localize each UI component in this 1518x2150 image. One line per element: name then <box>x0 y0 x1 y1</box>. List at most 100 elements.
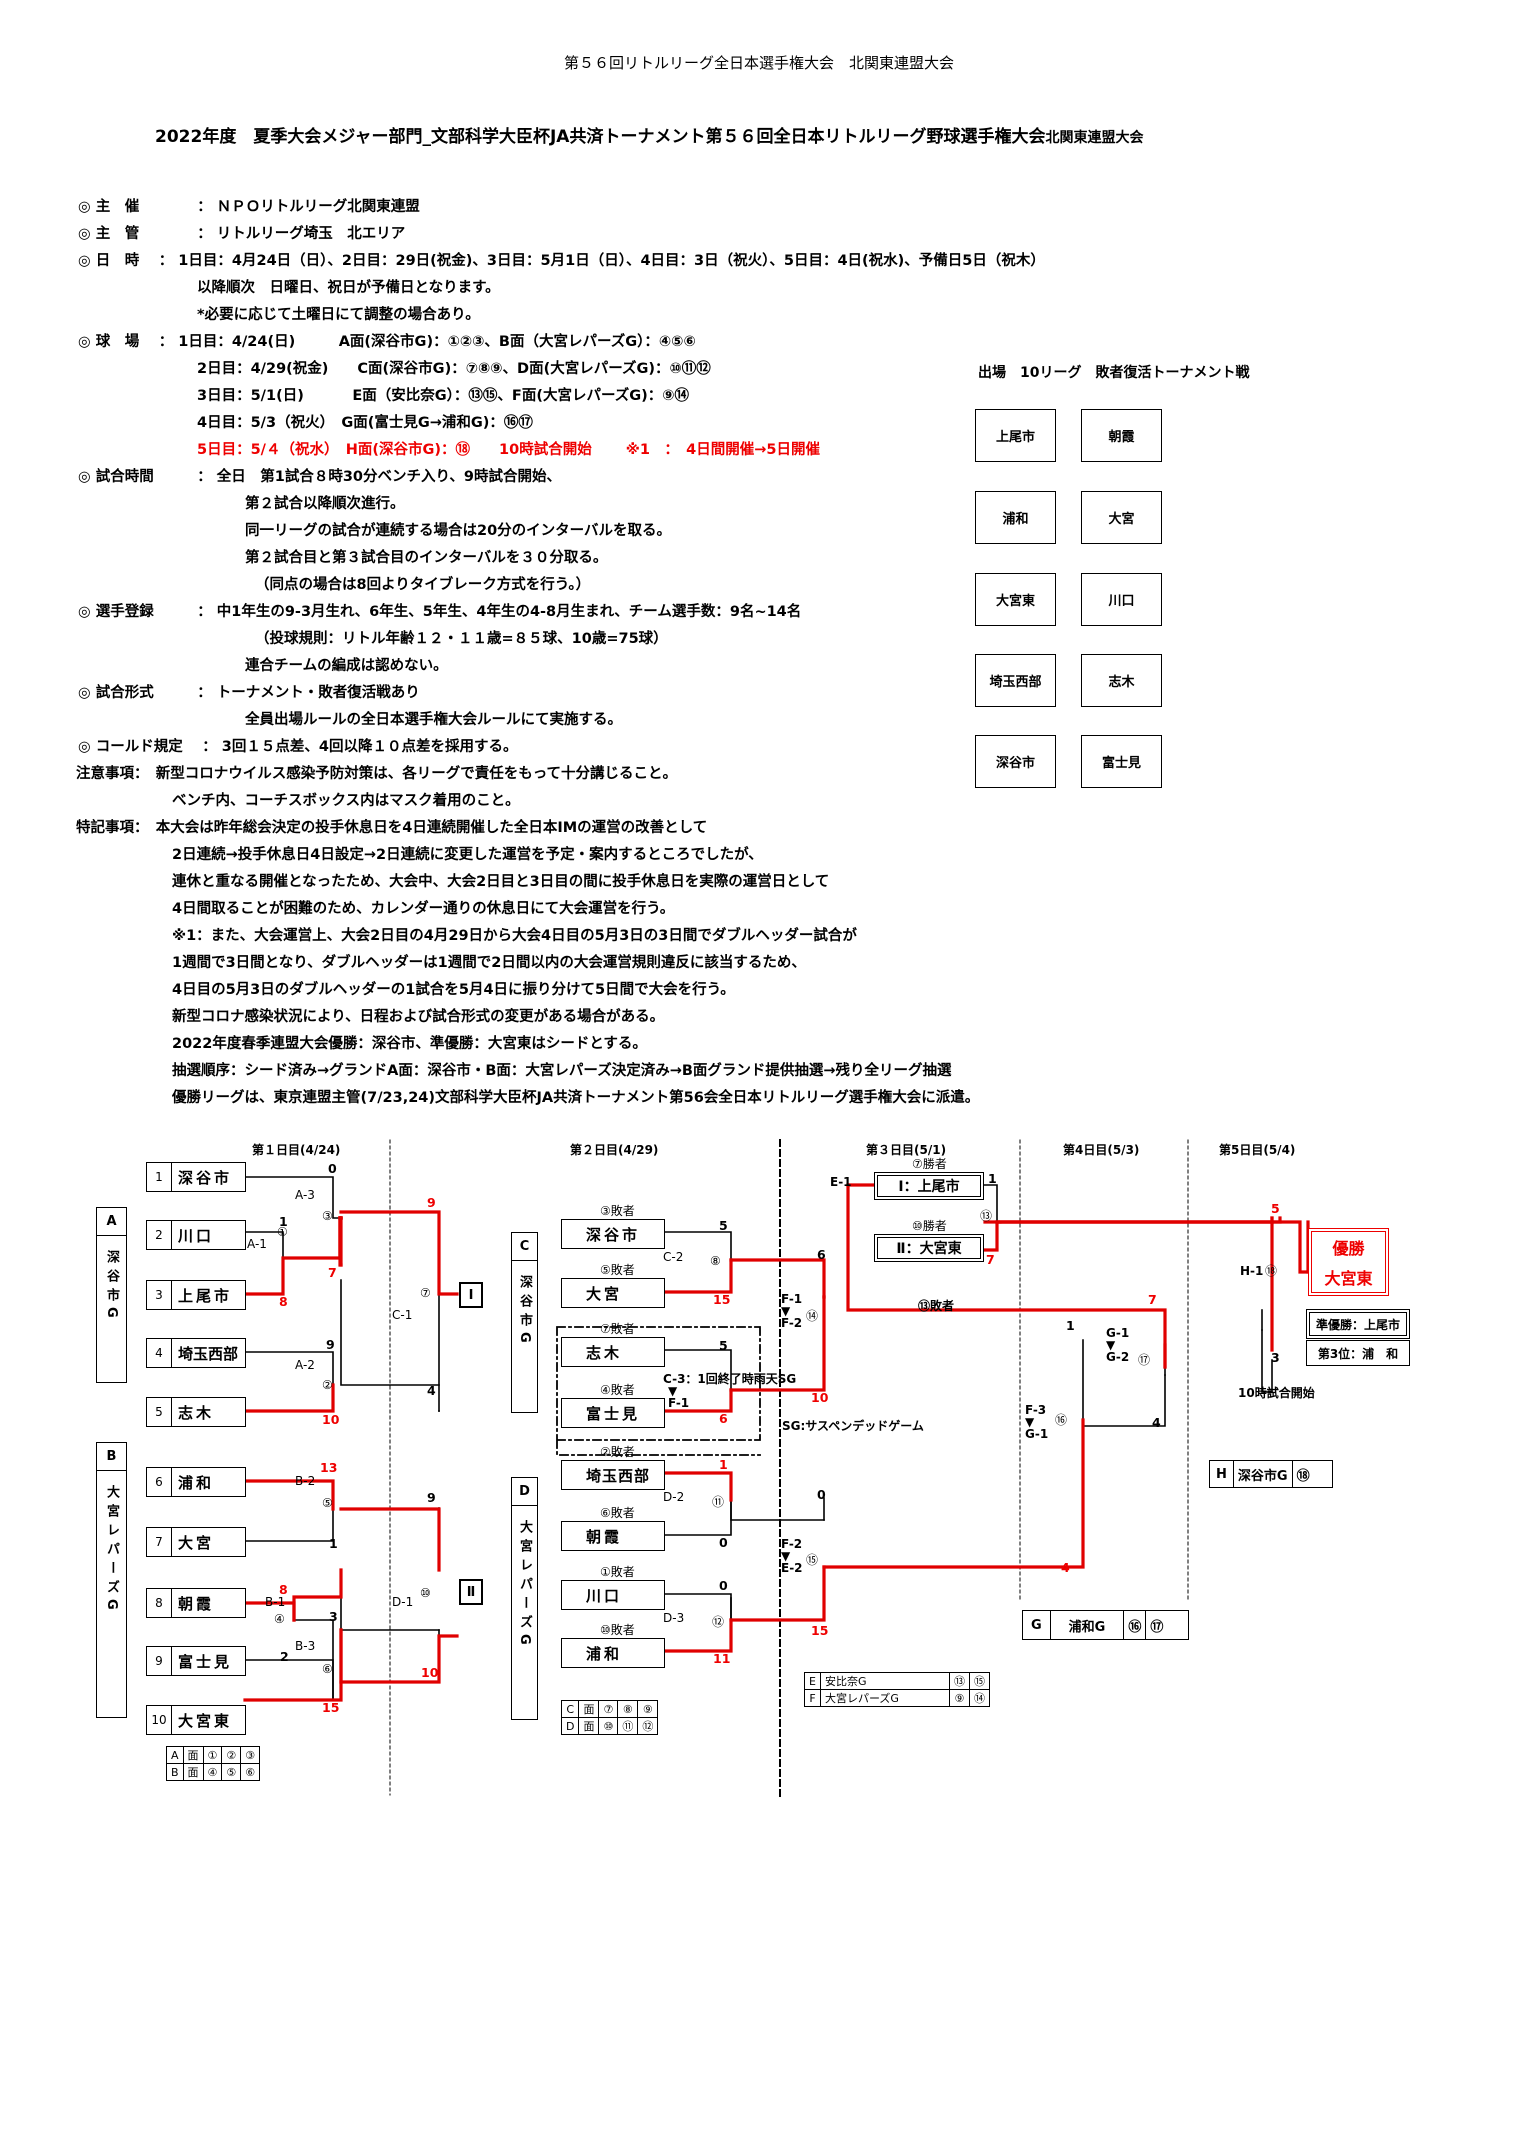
game-time-note-2: 同一リーグの試合が連続する場合は20分のインターバルを取る。 <box>245 523 672 539</box>
game-code: E-1 <box>830 1175 852 1189</box>
group-d-key: D <box>512 1478 537 1506</box>
participant-cell: 大宮 <box>1081 491 1162 544</box>
team-name: 川口 <box>586 1586 623 1605</box>
sg-definition: SG:サスペンデッドゲーム <box>782 1419 924 1433</box>
page-header: 第５６回リトルリーグ全日本選手権大会 北関東連盟大会 <box>563 54 954 72</box>
game-code: F-1▼F-2 <box>781 1292 803 1330</box>
team-name: 富士見 <box>586 1404 641 1423</box>
game-code: H-1 <box>1240 1264 1264 1278</box>
slot-I-box: Ⅰ <box>459 1282 483 1308</box>
special-line-3: 連休と重なる開催となったため、大会中、大会2日目と3日目の間に投手休息日を実際の… <box>172 874 830 890</box>
day4-header: 第4日目(5/3) <box>1063 1143 1140 1157</box>
special-line-8: 新型コロナ感染状況により、日程および試合形式の変更がある場合がある。 <box>172 1009 665 1025</box>
game-code: C-1 <box>392 1308 413 1322</box>
participant-cell: 大宮東 <box>975 573 1056 626</box>
venue-g-box: G 浦和G ⑯ ⑰ <box>1022 1610 1189 1640</box>
organizer-line: ◎ 主 催 ： ＮＰＯリトルリーグ北関東連盟 <box>78 199 420 215</box>
game-number: ⑫ <box>712 1615 725 1629</box>
day5-header: 第5日目(5/4) <box>1219 1143 1296 1157</box>
game-time-note-4: （同点の場合は8回よりタイブレーク方式を行う。） <box>255 577 591 593</box>
team-box: 埼玉西部 <box>561 1460 665 1490</box>
game-code: F-3▼G-1 <box>1025 1403 1049 1441</box>
game-code: D-1 <box>392 1595 414 1609</box>
game-code: A-3 <box>295 1188 315 1202</box>
team-tag: ⑥敗者 <box>600 1506 635 1520</box>
game-code: B-2 <box>295 1474 316 1488</box>
team-name: 深谷市 <box>178 1168 233 1187</box>
venue-line-5: 5日目：5/４（祝水） H面(深谷市G)：⑱ 10時試合開始 ※1 ： 4日間開… <box>197 442 821 458</box>
team-name: 川口 <box>178 1226 215 1245</box>
game-score: 13 <box>320 1460 338 1475</box>
team-number: 8 <box>147 1589 172 1617</box>
game-number: ⑯ <box>1055 1413 1068 1427</box>
start-time-note: 10時試合開始 <box>1238 1386 1315 1400</box>
team-number: 9 <box>147 1647 172 1675</box>
registration-line: ◎ 選手登録 ： 中1年生の9-3月生れ、6年生、5年生、4年生の4-8月生まれ… <box>78 604 802 620</box>
called-game-line: ◎ コールド規定 ： 3回１５点差、4回以降１０点差を採用する。 <box>78 739 518 755</box>
venue-game: ⑱ <box>1291 1461 1310 1487</box>
game-number: ③ <box>322 1209 333 1223</box>
venue-name: 深谷市G <box>1232 1461 1292 1487</box>
group-c-key: C <box>512 1233 537 1261</box>
notice-line-1: 注意事項： 新型コロナウイルス感染予防対策は、各リーグで責任をもって十分講じるこ… <box>76 766 678 782</box>
game-number: ⑮ <box>806 1553 819 1567</box>
group-a-label: A 深谷市G <box>96 1207 127 1383</box>
team-tag: ④敗者 <box>600 1383 635 1397</box>
team-tag: ③敗者 <box>600 1204 635 1218</box>
group-a-key: A <box>97 1208 126 1236</box>
team-tag: ⑩敗者 <box>600 1623 635 1637</box>
champion-label: 優勝 <box>1332 1239 1365 1258</box>
game-number: ⑦ <box>420 1286 431 1300</box>
game-time-line: ◎ 試合時間 ： 全日 第1試合８時30分ベンチ入り、9時試合開始、 <box>78 469 562 485</box>
game-score: 15 <box>322 1700 340 1715</box>
game-number: ⑪ <box>712 1495 725 1509</box>
venue-line-1: ◎ 球 場 ： 1日目：4/24(日) A面(深谷市G)：①②③、B面（大宮レパ… <box>78 334 696 350</box>
game-number: ⑧ <box>710 1254 721 1268</box>
team-name: 深谷市 <box>586 1225 641 1244</box>
game-score: 0 <box>328 1161 337 1176</box>
participant-cell: 富士見 <box>1081 735 1162 788</box>
team-tag: ①敗者 <box>600 1565 635 1579</box>
registration-note-2: 連合チームの編成は認めない。 <box>245 658 448 674</box>
game-number: ② <box>322 1378 333 1392</box>
game-score: 5 <box>719 1218 728 1233</box>
game-score: 6 <box>719 1411 728 1426</box>
loser13-note: ⑬敗者 <box>918 1299 955 1313</box>
team-box: 浦和 <box>561 1638 665 1668</box>
team-number: 5 <box>147 1398 172 1426</box>
participant-cell: 川口 <box>1081 573 1162 626</box>
team-box: 富士見 <box>561 1398 665 1428</box>
special-line-11: 優勝リーグは、東京連盟主管(7/23,24)文部科学大臣杯JA共済トーナメント第… <box>172 1090 980 1106</box>
winner-box-1: Ⅰ：上尾市 <box>874 1172 984 1200</box>
group-b-venue: 大宮レパーズG <box>104 1485 119 1616</box>
title-suffix: 北関東連盟大会 <box>1045 130 1144 146</box>
participant-cell: 上尾市 <box>975 409 1056 462</box>
participants-title: 出場 10リーグ 敗者復活トーナメント戦 <box>978 365 1250 381</box>
runner-up-box: 準優勝：上尾市 <box>1306 1309 1410 1339</box>
game-number: ⑥ <box>322 1662 333 1676</box>
game-score: 1 <box>988 1171 997 1186</box>
team-number: 10 <box>147 1706 172 1734</box>
game-code: B-1 <box>265 1595 286 1609</box>
team-box: 川口 <box>561 1580 665 1610</box>
venue-key: H <box>1216 1466 1227 1482</box>
venue-key: G <box>1031 1617 1042 1633</box>
game-code: A-1 <box>247 1237 267 1251</box>
slot-II-box: Ⅱ <box>459 1579 483 1605</box>
team-name: 志木 <box>586 1343 623 1362</box>
game-number: ⑭ <box>806 1309 819 1323</box>
game-score: 3 <box>329 1609 338 1624</box>
format-note: 全員出場ルールの全日本選手権大会ルールにて実施する。 <box>245 712 622 728</box>
participant-cell: 志木 <box>1081 654 1162 707</box>
arrow-f1-icon: ▼F-1 <box>668 1384 690 1410</box>
team-tag: ⑦敗者 <box>600 1322 635 1336</box>
game-score: 1 <box>1066 1318 1075 1333</box>
schedule-note-1: 以降順次 日曜日、祝日が予備日となります。 <box>197 280 500 296</box>
game-score: 9 <box>427 1195 436 1210</box>
